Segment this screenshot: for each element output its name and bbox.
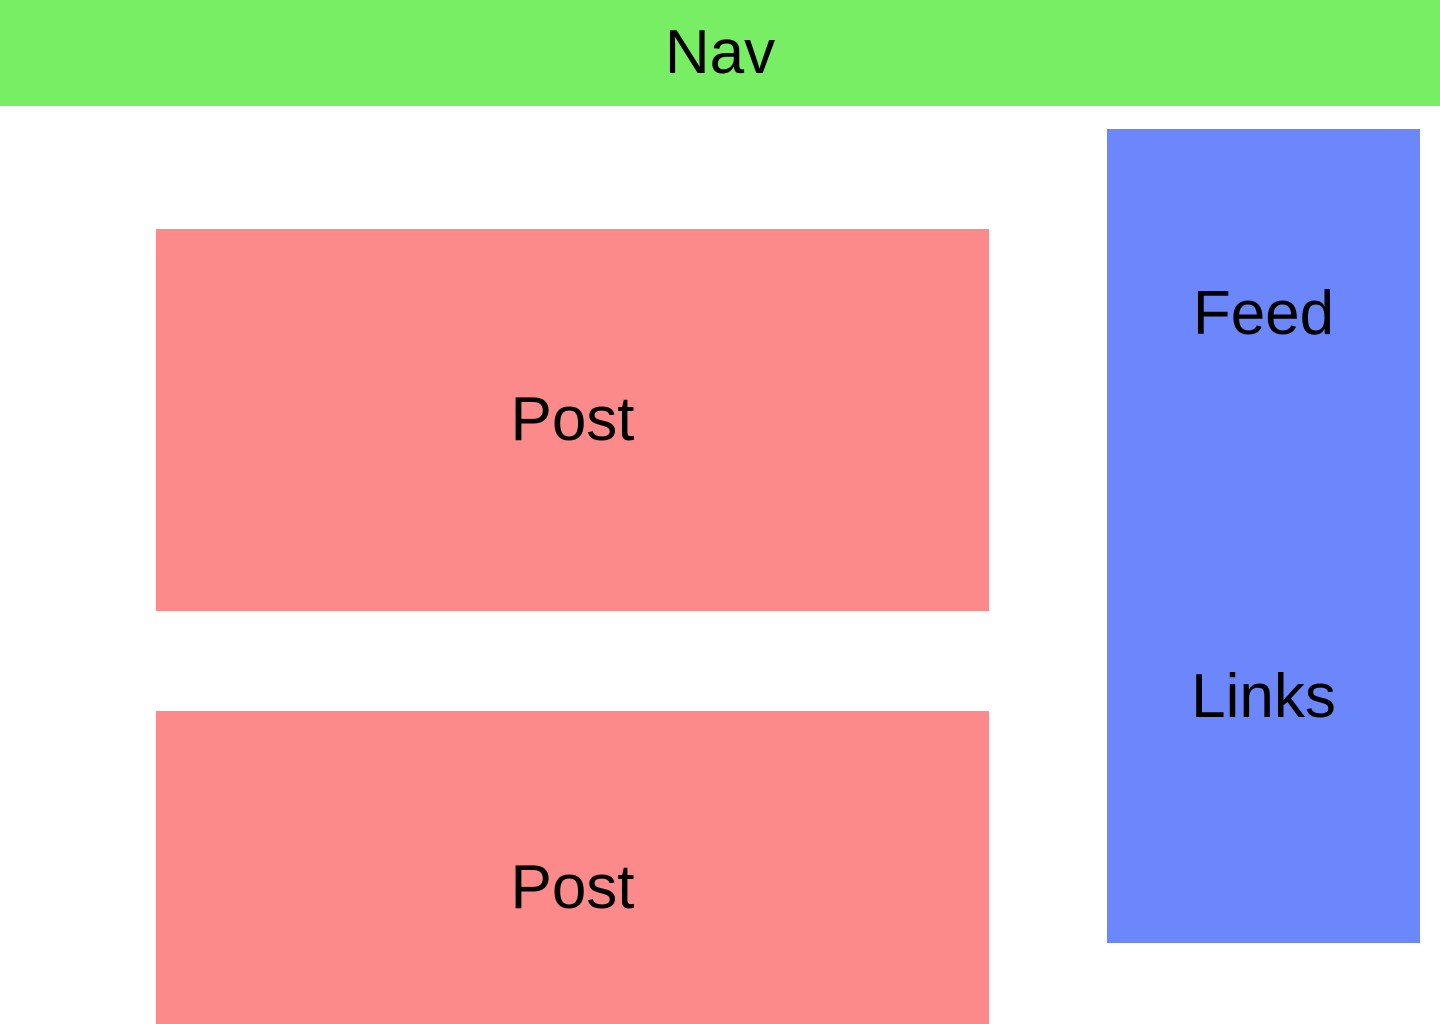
sidebar-item-feed[interactable]: Feed — [1107, 283, 1420, 345]
post-label: Post — [510, 385, 635, 454]
nav-label: Nav — [664, 18, 776, 87]
nav-bar[interactable]: Nav — [0, 0, 1440, 106]
sidebar-item-label: Links — [1191, 662, 1336, 731]
post-card[interactable]: Post — [156, 229, 989, 611]
feed-column: Post Post — [156, 106, 989, 1024]
sidebar-item-label: Feed — [1192, 279, 1335, 348]
sidebar-item-links[interactable]: Links — [1107, 666, 1420, 728]
post-card[interactable]: Post — [156, 711, 989, 1024]
sidebar: Feed Links — [1107, 129, 1420, 943]
post-label: Post — [510, 853, 635, 922]
